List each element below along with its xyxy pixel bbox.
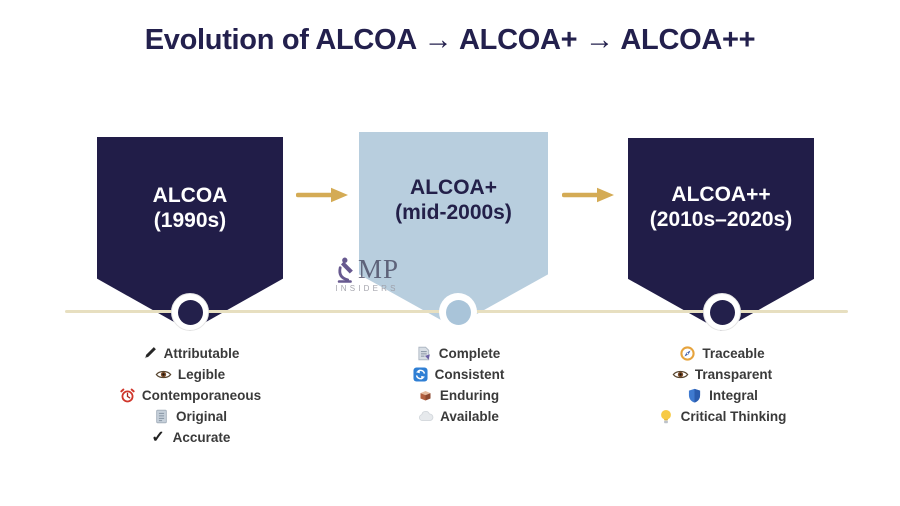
stage-period: (2010s–2020s) — [649, 208, 793, 231]
attribute-label: Complete — [438, 346, 501, 361]
attributes-alcoa-plus: Complete Consistent — [328, 343, 588, 427]
brick-icon — [417, 387, 434, 404]
list-item: Traceable — [592, 343, 852, 364]
attribute-label: Original — [175, 409, 227, 424]
list-item: Transparent — [592, 364, 852, 385]
eye-icon — [672, 366, 689, 383]
list-item: Enduring — [328, 385, 588, 406]
attribute-label: Traceable — [702, 346, 765, 361]
list-item: Original — [60, 406, 320, 427]
document-purple-icon — [416, 345, 433, 362]
attribute-label: Transparent — [694, 367, 773, 382]
attribute-label: Accurate — [172, 430, 231, 445]
attribute-label: Available — [440, 409, 499, 424]
stage-name: ALCOA++ — [671, 183, 771, 206]
attribute-label: Critical Thinking — [680, 409, 787, 424]
list-item: Consistent — [328, 364, 588, 385]
list-item: ✓ Accurate — [60, 427, 320, 448]
note-icon — [153, 408, 170, 425]
attribute-label: Integral — [709, 388, 758, 403]
sync-arrows-icon — [412, 366, 429, 383]
cloud-icon — [417, 408, 434, 425]
attribute-label: Attributable — [163, 346, 240, 361]
page-title: Evolution of ALCOA → ALCOA+ → ALCOA++ — [144, 24, 756, 56]
list-item: Legible — [60, 364, 320, 385]
attributes-alcoa: Attributable Legible Contemporaneous — [60, 343, 320, 448]
list-item: Critical Thinking — [592, 406, 852, 427]
list-item: Integral — [592, 385, 852, 406]
list-item: Complete — [328, 343, 588, 364]
attribute-label: Contemporaneous — [141, 388, 262, 403]
stage-period: (mid-2000s) — [395, 201, 512, 224]
timeline-dot-alcoa-plus — [439, 293, 477, 331]
compass-icon — [679, 345, 696, 362]
attribute-label: Enduring — [439, 388, 500, 403]
list-item: Available — [328, 406, 588, 427]
right-arrow-icon — [296, 187, 348, 203]
stage-name: ALCOA — [152, 184, 228, 207]
right-arrow-icon — [562, 187, 614, 203]
bulb-icon — [658, 408, 675, 425]
watermark-brand: MP — [357, 254, 400, 284]
stage-name: ALCOA+ — [410, 176, 497, 199]
shield-icon — [686, 387, 703, 404]
stage-period: (1990s) — [153, 209, 227, 232]
watermark-subtitle: INSIDERS — [335, 284, 399, 293]
pen-icon — [141, 345, 158, 362]
check-icon: ✓ — [151, 429, 165, 446]
alarm-clock-icon — [119, 387, 136, 404]
attribute-label: Legible — [177, 367, 226, 382]
timeline-dot-alcoa-plus-plus — [703, 293, 741, 331]
eye-icon — [155, 366, 172, 383]
microscope-icon — [337, 257, 353, 283]
attributes-alcoa-plus-plus: Traceable Transparent Integral — [592, 343, 852, 427]
list-item: Attributable — [60, 343, 320, 364]
timeline-dot-alcoa — [171, 293, 209, 331]
watermark-logo: MP INSIDERS — [327, 254, 407, 293]
list-item: Contemporaneous — [60, 385, 320, 406]
attribute-label: Consistent — [434, 367, 505, 382]
